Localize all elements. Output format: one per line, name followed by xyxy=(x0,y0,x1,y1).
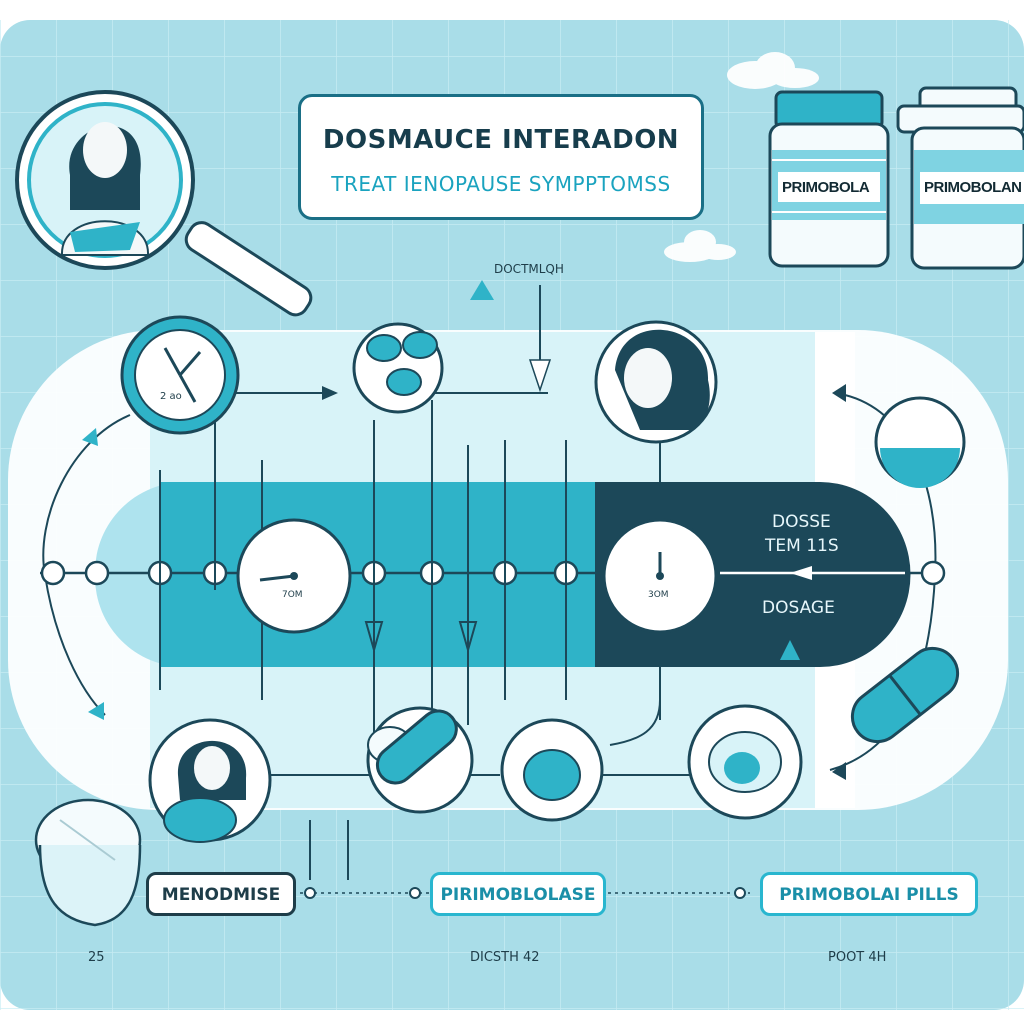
woman-icon xyxy=(594,320,718,444)
capsule-icon xyxy=(850,646,960,744)
cloud-icon xyxy=(664,230,736,262)
top-marker-label: DOCTMLQH xyxy=(494,262,564,276)
woman-icon xyxy=(148,718,272,843)
bottle-label-1: PRIMOBOLA xyxy=(782,179,870,196)
clock-icon xyxy=(236,518,352,634)
pills-icon xyxy=(352,322,444,414)
clock-caption-2: 7OM xyxy=(282,590,303,600)
tag-primobolan-pills: PRIMOBOLAI PILLS xyxy=(760,872,978,916)
dosage-line-1: DOSSE xyxy=(772,512,831,532)
pills-icon xyxy=(687,704,803,820)
tag-menopause: MENODMISE xyxy=(146,872,296,916)
pills-icon xyxy=(366,706,474,814)
pills-icon xyxy=(500,718,604,822)
woman-icon xyxy=(60,122,150,256)
clock-icon xyxy=(120,315,240,435)
diagram-subtitle: TREAT IENOPAUSE SYMPPTOMSS xyxy=(331,172,671,196)
bottle-label-2: PRIMOBOLAN xyxy=(924,179,1022,196)
pills-icon xyxy=(34,798,142,927)
clock-caption-1: 2 ao xyxy=(160,391,182,402)
footer-left: 25 xyxy=(88,950,105,965)
clock-caption-3: 3OM xyxy=(648,590,669,600)
footer-center: DICSTH 42 xyxy=(470,950,540,965)
tag-primobolase: PIRIMOBLOLASE xyxy=(430,872,606,916)
dosage-line-3: DOSAGE xyxy=(762,598,835,618)
dosage-line-2: TEM 11S xyxy=(765,536,839,556)
footer-right: POOT 4H xyxy=(828,950,887,965)
pills-icon xyxy=(874,396,966,488)
diagram-title: DOSMAUCE INTERADON xyxy=(322,125,680,155)
pill-bottle-icon xyxy=(768,90,890,268)
title-box: DOSMAUCE INTERADON TREAT IENOPAUSE SYMPP… xyxy=(298,94,704,220)
pill-bottle-icon xyxy=(896,86,1024,270)
clock-icon xyxy=(602,518,718,634)
cloud-icon xyxy=(727,52,819,89)
